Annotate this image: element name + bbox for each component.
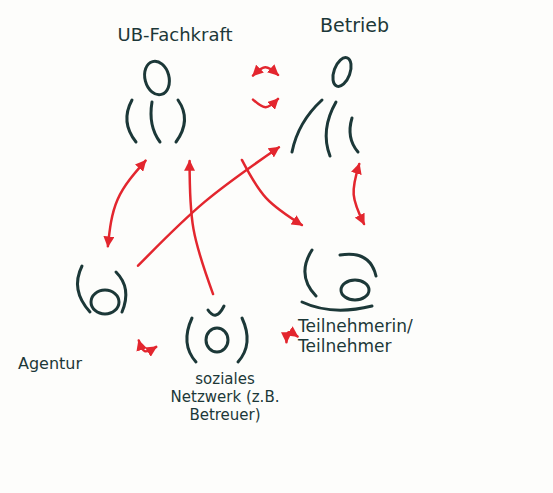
connector-arrow: [253, 67, 278, 75]
connector-arrow: [286, 332, 297, 342]
node-label: Betrieb: [320, 14, 420, 37]
person-node: UB-Fachkraft: [105, 22, 249, 157]
connector-arrow: [138, 147, 279, 265]
connector-arrow: [139, 340, 156, 351]
connector-arrow: [242, 160, 302, 225]
person-figure: [292, 55, 358, 156]
person-node: Teilnehmerin/ Teilnehmer: [290, 228, 450, 370]
connector-arrow: [108, 161, 146, 247]
node-label: Teilnehmerin/ Teilnehmer: [298, 316, 446, 357]
person-node: soziales Netzwerk (z.B. Betreuer): [160, 298, 294, 448]
connector-arrow: [253, 99, 278, 107]
person-figure: [302, 250, 376, 310]
person-node: Agentur: [18, 250, 135, 385]
node-label: soziales Netzwerk (z.B. Betreuer): [160, 370, 290, 424]
node-label: Agentur: [18, 354, 130, 373]
person-figure: [127, 58, 185, 142]
person-figure: [78, 266, 126, 314]
connector-arrow: [190, 161, 213, 294]
node-label: UB-Fachkraft: [105, 24, 245, 46]
person-node: Betrieb: [282, 10, 424, 160]
person-figure: [187, 306, 247, 362]
connector-arrow: [354, 164, 364, 224]
